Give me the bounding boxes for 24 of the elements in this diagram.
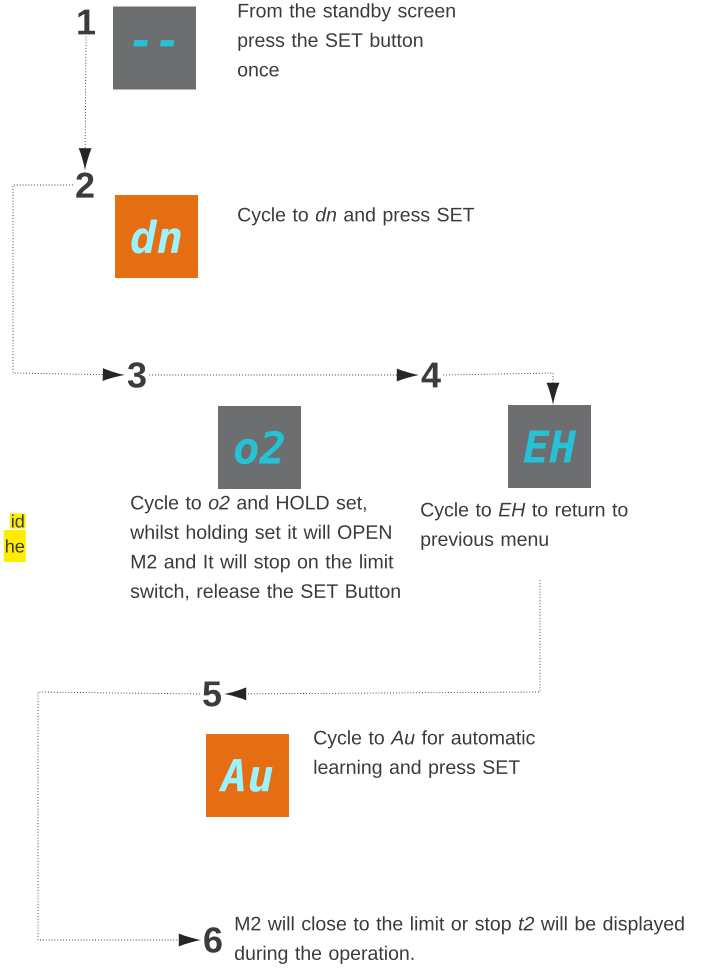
instruction-text: M2 will close to the limit or stop t2 will be displayed during the operation. — [235, 916, 684, 964]
arrow — [12, 184, 123, 381]
step-number: 4 — [422, 362, 441, 388]
arrow — [148, 368, 417, 382]
display-screen: dn — [115, 195, 198, 278]
step-number: 2 — [76, 172, 94, 198]
arrow — [226, 580, 540, 700]
instruction-text: From the standby screen press the SET button once — [238, 3, 455, 77]
arrow — [38, 692, 200, 946]
arrow — [442, 372, 560, 403]
arrow — [78, 36, 92, 168]
display-screen: o2 — [218, 406, 301, 489]
step-number: 6 — [204, 927, 222, 953]
instruction-text: Cycle to o2 and HOLD set, whilst holding set it will OPEN M2 and It will stop on the limit switch, release the SET Button — [130, 495, 400, 600]
step-number: 1 — [78, 10, 95, 34]
step-number: 5 — [203, 681, 221, 707]
instruction-text: Cycle to dn and press SET — [238, 207, 474, 226]
instruction-text: Cycle to Au for automatic learning and press SET — [314, 730, 535, 778]
step-number: 3 — [128, 362, 146, 388]
instruction-text: Cycle to EH to return to previous menu — [421, 502, 628, 550]
display-screen: Au — [206, 734, 289, 817]
highlighted-text: id — [10, 513, 26, 529]
display-screen: EH — [508, 405, 591, 488]
display-screen: -- — [113, 6, 196, 90]
